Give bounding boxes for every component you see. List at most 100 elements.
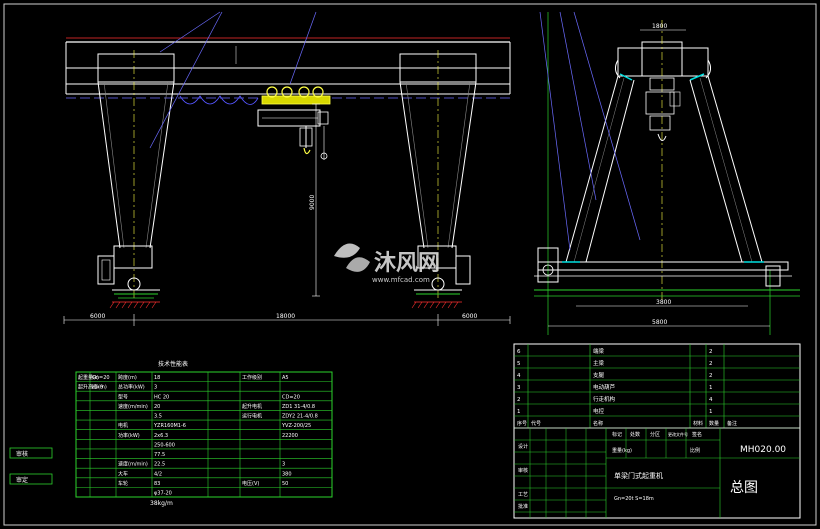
- parts-header-cell: 数量: [709, 420, 719, 427]
- spec-cell: 功率(kW): [118, 432, 140, 439]
- spec-cell: 型号: [118, 393, 128, 400]
- parts-cell: 2: [517, 397, 521, 403]
- spec-cell: HC 20: [154, 394, 169, 400]
- spec-cell: 250-600: [154, 442, 175, 448]
- stamp-1: 审核: [16, 450, 28, 458]
- parts-cell: 6: [517, 349, 521, 355]
- scale-label: 比例: [690, 447, 700, 454]
- parts-cell: 端梁: [593, 347, 605, 355]
- right-overhang-label: 6000: [462, 313, 477, 320]
- tb-label-approve: 批准: [518, 503, 528, 510]
- wheel-base-label: 3800: [656, 299, 671, 306]
- spec-cell: 起重量(t): [78, 374, 99, 381]
- hoist-trolley: [257, 86, 331, 160]
- spec-cell: 速度(m/min): [118, 403, 148, 410]
- spec-cell: 起升电机: [242, 403, 262, 410]
- spec-table: 技术性能表 起重量(t)Gn=20 跨度(m) 18 工作级别 A5 起升高度(m)H=9…: [75, 360, 333, 507]
- parts-cell: 3: [517, 385, 521, 391]
- spec-cell: ZD1 31-4/0.8: [282, 404, 315, 410]
- rail-gauge-label: 5800: [652, 319, 667, 326]
- parts-cell: 电控: [593, 407, 605, 415]
- parts-cell: 2: [709, 349, 713, 355]
- spec-cell: 车轮: [118, 480, 128, 487]
- tb-label-5: 签名: [692, 431, 702, 438]
- tb-label-2: 处数: [630, 431, 640, 438]
- spec-cell: 跨度(m): [118, 374, 137, 381]
- spec-cell: 起升高度(m): [78, 384, 107, 391]
- main-span-label: 18000: [276, 313, 295, 320]
- spec-cell: 3: [154, 385, 157, 391]
- spec-cell: ZDY2 21-4/0.8: [282, 414, 318, 420]
- side-view: 1800 3800 5800: [534, 11, 800, 335]
- left-stamps: 审核 审定: [9, 447, 53, 485]
- top-width-label: 1800: [652, 23, 667, 30]
- parts-cell: 5: [517, 361, 521, 367]
- spec-cell: 50: [282, 481, 288, 487]
- spec-cell: Gn=20: [92, 375, 110, 381]
- parts-cell: 1: [517, 409, 521, 415]
- parts-cell: 行走机构: [593, 395, 616, 403]
- front-view: 9000 6000 18000 6000: [63, 11, 511, 326]
- spec-table-footer: 38kg/m: [150, 500, 173, 507]
- stamp-2: 审定: [16, 476, 28, 484]
- spec-cell: H=9: [92, 385, 103, 391]
- parts-header-cell: 备注: [727, 420, 737, 427]
- watermark: 沐风网 www.mfcad.com: [334, 243, 440, 284]
- tb-label-4: 更改文件号: [668, 431, 688, 437]
- spec-cell: 3.5: [154, 414, 162, 420]
- tb-label-check: 审核: [518, 467, 528, 474]
- view-name: 总图: [730, 480, 758, 496]
- spec-cell: 18: [154, 375, 160, 381]
- weight-label: 重量(kg): [612, 447, 632, 454]
- title-block: 6 端梁 2 5 主梁 2 4 支腿 2 3 电动葫芦 1 2 行走机构 4 1 电控 1 序号代号 名称 材料数量 备注…: [513, 343, 801, 519]
- spec-cell: YZR160M1-6: [153, 423, 186, 429]
- drawing-number: MH020.00: [740, 445, 786, 455]
- parts-cell: 电动葫芦: [593, 383, 616, 391]
- spec-cell: 22.5: [154, 462, 165, 468]
- parts-cell: 2: [709, 361, 713, 367]
- watermark-text: 沐风网: [374, 251, 440, 276]
- parts-cell: 2: [709, 373, 713, 379]
- product-spec: Gn=20t S=18m: [614, 496, 654, 502]
- left-overhang-label: 6000: [90, 313, 105, 320]
- spec-cell: YVZ-200/25: [281, 423, 311, 429]
- parts-cell: 4: [517, 373, 521, 379]
- spec-cell: 2x6.3: [154, 433, 168, 439]
- parts-cell: 1: [709, 409, 713, 415]
- spec-cell: 电机: [118, 422, 128, 429]
- parts-cell: 1: [709, 385, 713, 391]
- watermark-url: www.mfcad.com: [372, 276, 430, 284]
- parts-cell: 4: [709, 397, 713, 403]
- parts-cell: 主梁: [593, 359, 605, 367]
- spec-cell: 速度(m/min): [118, 461, 148, 468]
- spec-cell: 380: [282, 471, 292, 477]
- tb-label-design: 设计: [518, 443, 528, 450]
- spec-cell: 3: [282, 462, 285, 468]
- lift-height-label: 9000: [309, 195, 316, 210]
- tb-label-process: 工艺: [518, 492, 528, 498]
- tb-label-1: 标记: [612, 431, 622, 438]
- tb-label-3: 分区: [650, 431, 660, 438]
- parts-cell: 支腿: [593, 371, 605, 379]
- spec-cell: φ37-20: [154, 491, 172, 497]
- spec-cell: 4/2: [154, 471, 162, 477]
- parts-header-cell: 代号: [531, 420, 541, 427]
- spec-cell: 77.5: [154, 452, 165, 458]
- spec-cell: 83: [154, 481, 160, 487]
- parts-header-cell: 序号: [517, 420, 527, 427]
- spec-cell: 22200: [282, 433, 298, 439]
- product-name: 单梁门式起重机: [614, 471, 663, 480]
- parts-header-cell: 材料: [693, 420, 703, 427]
- parts-header-cell: 名称: [593, 420, 603, 427]
- spec-cell: 20: [154, 404, 160, 410]
- spec-cell: CD=20: [282, 394, 300, 400]
- spec-cell: 运行电机: [242, 413, 262, 420]
- spec-cell: 总功率(kW): [118, 384, 145, 391]
- spec-cell: 电压(V): [242, 480, 259, 487]
- spec-table-title: 技术性能表: [158, 360, 188, 368]
- spec-cell: A5: [282, 375, 289, 381]
- drawing-border: [3, 3, 817, 526]
- spec-cell: 大车: [118, 470, 128, 477]
- spec-cell: 工作级别: [242, 374, 262, 381]
